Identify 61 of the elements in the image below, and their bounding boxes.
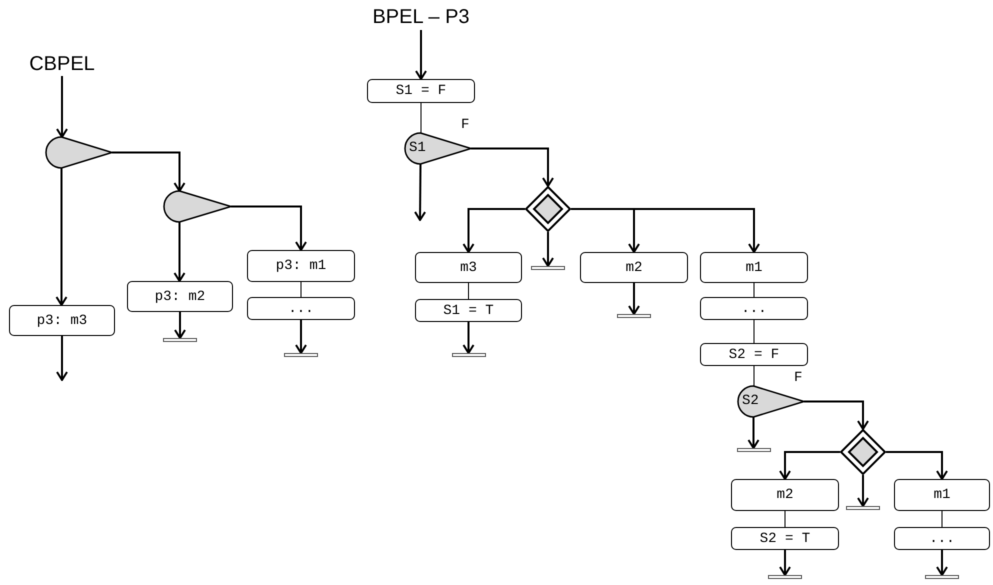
connector-line [784, 510, 786, 528]
end-bar [737, 448, 771, 452]
end-bar [846, 506, 880, 510]
arrow [231, 206, 307, 251]
process-box: m2 [580, 252, 688, 283]
process-box: m1 [700, 252, 808, 283]
arrow [471, 148, 554, 187]
process-box: S1 = F [367, 79, 475, 103]
arrow [414, 164, 426, 221]
end-bar [284, 353, 318, 357]
arrow [174, 312, 186, 339]
branch-label: F [461, 117, 470, 133]
arrow [415, 30, 427, 80]
process-box: S2 = T [731, 527, 839, 550]
process-box: ... [700, 297, 808, 320]
arrow [462, 208, 525, 253]
process-box: m3 [415, 252, 522, 283]
process-box: m1 [894, 479, 990, 511]
process-box: S1 = T [415, 299, 522, 322]
process-box: m2 [731, 479, 839, 511]
end-bar [925, 575, 959, 579]
branch-label: F [794, 370, 802, 386]
connector-line [300, 282, 302, 298]
condition-label: S1 [409, 140, 426, 156]
decision-drop [46, 137, 112, 168]
connector-line [468, 282, 469, 300]
condition-label: S2 [742, 392, 759, 408]
end-bar [452, 353, 486, 357]
end-bar [163, 338, 197, 342]
arrow [886, 451, 948, 480]
arrow [748, 417, 760, 449]
process-box: p3: m2 [127, 281, 233, 312]
arrow [779, 550, 791, 576]
title-text: BPEL – P3 [360, 4, 482, 30]
process-box: p3: m3 [9, 305, 115, 336]
decision-drop [164, 191, 231, 222]
arrow [462, 322, 474, 354]
process-box: ... [894, 527, 990, 550]
arrow [56, 336, 68, 381]
arrow [542, 232, 554, 267]
merge-diamond [525, 186, 571, 232]
connector-line [420, 102, 422, 134]
arrow [857, 475, 869, 507]
arrow [295, 320, 307, 354]
process-box: p3: m1 [247, 250, 355, 282]
process-box: S2 = F [700, 343, 808, 366]
arrow [936, 550, 948, 576]
arrow [779, 451, 840, 480]
arrow [56, 76, 68, 138]
arrow [628, 283, 640, 315]
title-text: CBPEL [27, 52, 97, 76]
end-bar [531, 266, 565, 270]
arrow [571, 208, 760, 253]
process-box: ... [247, 297, 355, 320]
arrow [804, 400, 869, 430]
merge-diamond [840, 429, 886, 475]
end-bar [617, 314, 651, 318]
arrow [174, 222, 186, 282]
end-bar [768, 575, 802, 579]
arrow [56, 168, 68, 306]
arrow [112, 152, 186, 192]
